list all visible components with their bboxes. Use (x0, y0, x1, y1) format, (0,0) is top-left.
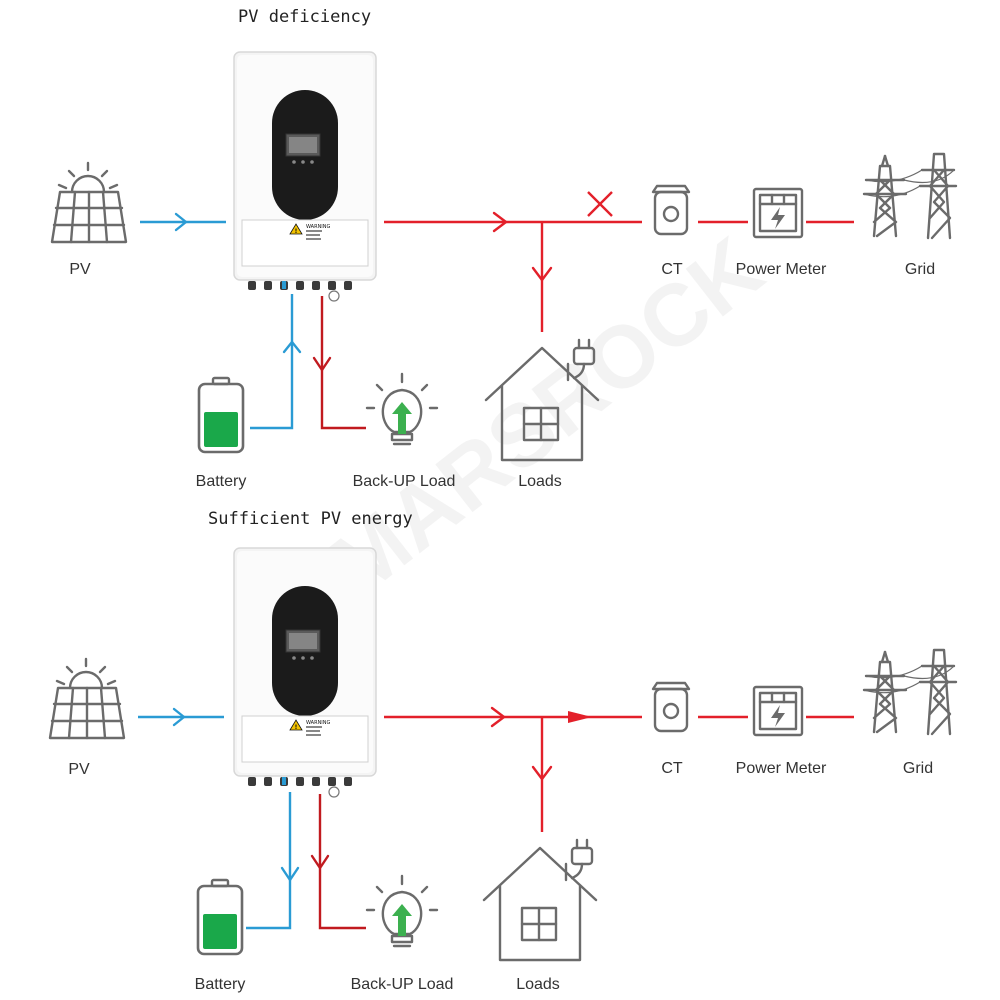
battery-label: Battery (195, 976, 246, 993)
pv-label: PV (69, 261, 91, 278)
loads-label: Loads (516, 976, 560, 993)
inverter (233, 51, 377, 302)
panel-sufficient-pv: Sufficient PV energy PV CT Power Meter G… (48, 509, 958, 993)
panel-pv-deficiency: PV deficiency PV CT Power Meter Grid Loa… (50, 7, 958, 490)
panel-title: PV deficiency (238, 7, 371, 27)
ct-icon (651, 681, 691, 733)
battery-icon (196, 878, 244, 956)
grid-label: Grid (905, 261, 935, 278)
ct-label: CT (661, 261, 683, 278)
power-meter-icon (752, 685, 804, 737)
bulb-icon (365, 372, 439, 446)
loads-label: Loads (518, 473, 562, 490)
power-meter-label: Power Meter (736, 261, 827, 278)
bulb-icon (365, 874, 439, 948)
power-meter-label: Power Meter (736, 760, 827, 777)
grid-label: Grid (903, 760, 933, 777)
pv-label: PV (68, 761, 90, 778)
backup-load-label: Back-UP Load (351, 976, 454, 993)
power-meter-icon (752, 187, 804, 239)
inverter (233, 547, 377, 798)
ct-label: CT (661, 760, 683, 777)
blocked-cross-icon (587, 191, 613, 217)
solar-panel-icon (50, 161, 128, 244)
house-icon (482, 838, 598, 962)
grid-tower-icon (862, 648, 958, 736)
battery-label: Battery (196, 473, 247, 490)
solar-panel-icon (48, 657, 126, 740)
ct-icon (651, 184, 691, 236)
backup-load-label: Back-UP Load (353, 473, 456, 490)
grid-tower-icon (862, 152, 958, 240)
panel-title: Sufficient PV energy (208, 509, 413, 529)
battery-icon (197, 376, 245, 454)
watermark: MARSROCK (311, 218, 780, 615)
